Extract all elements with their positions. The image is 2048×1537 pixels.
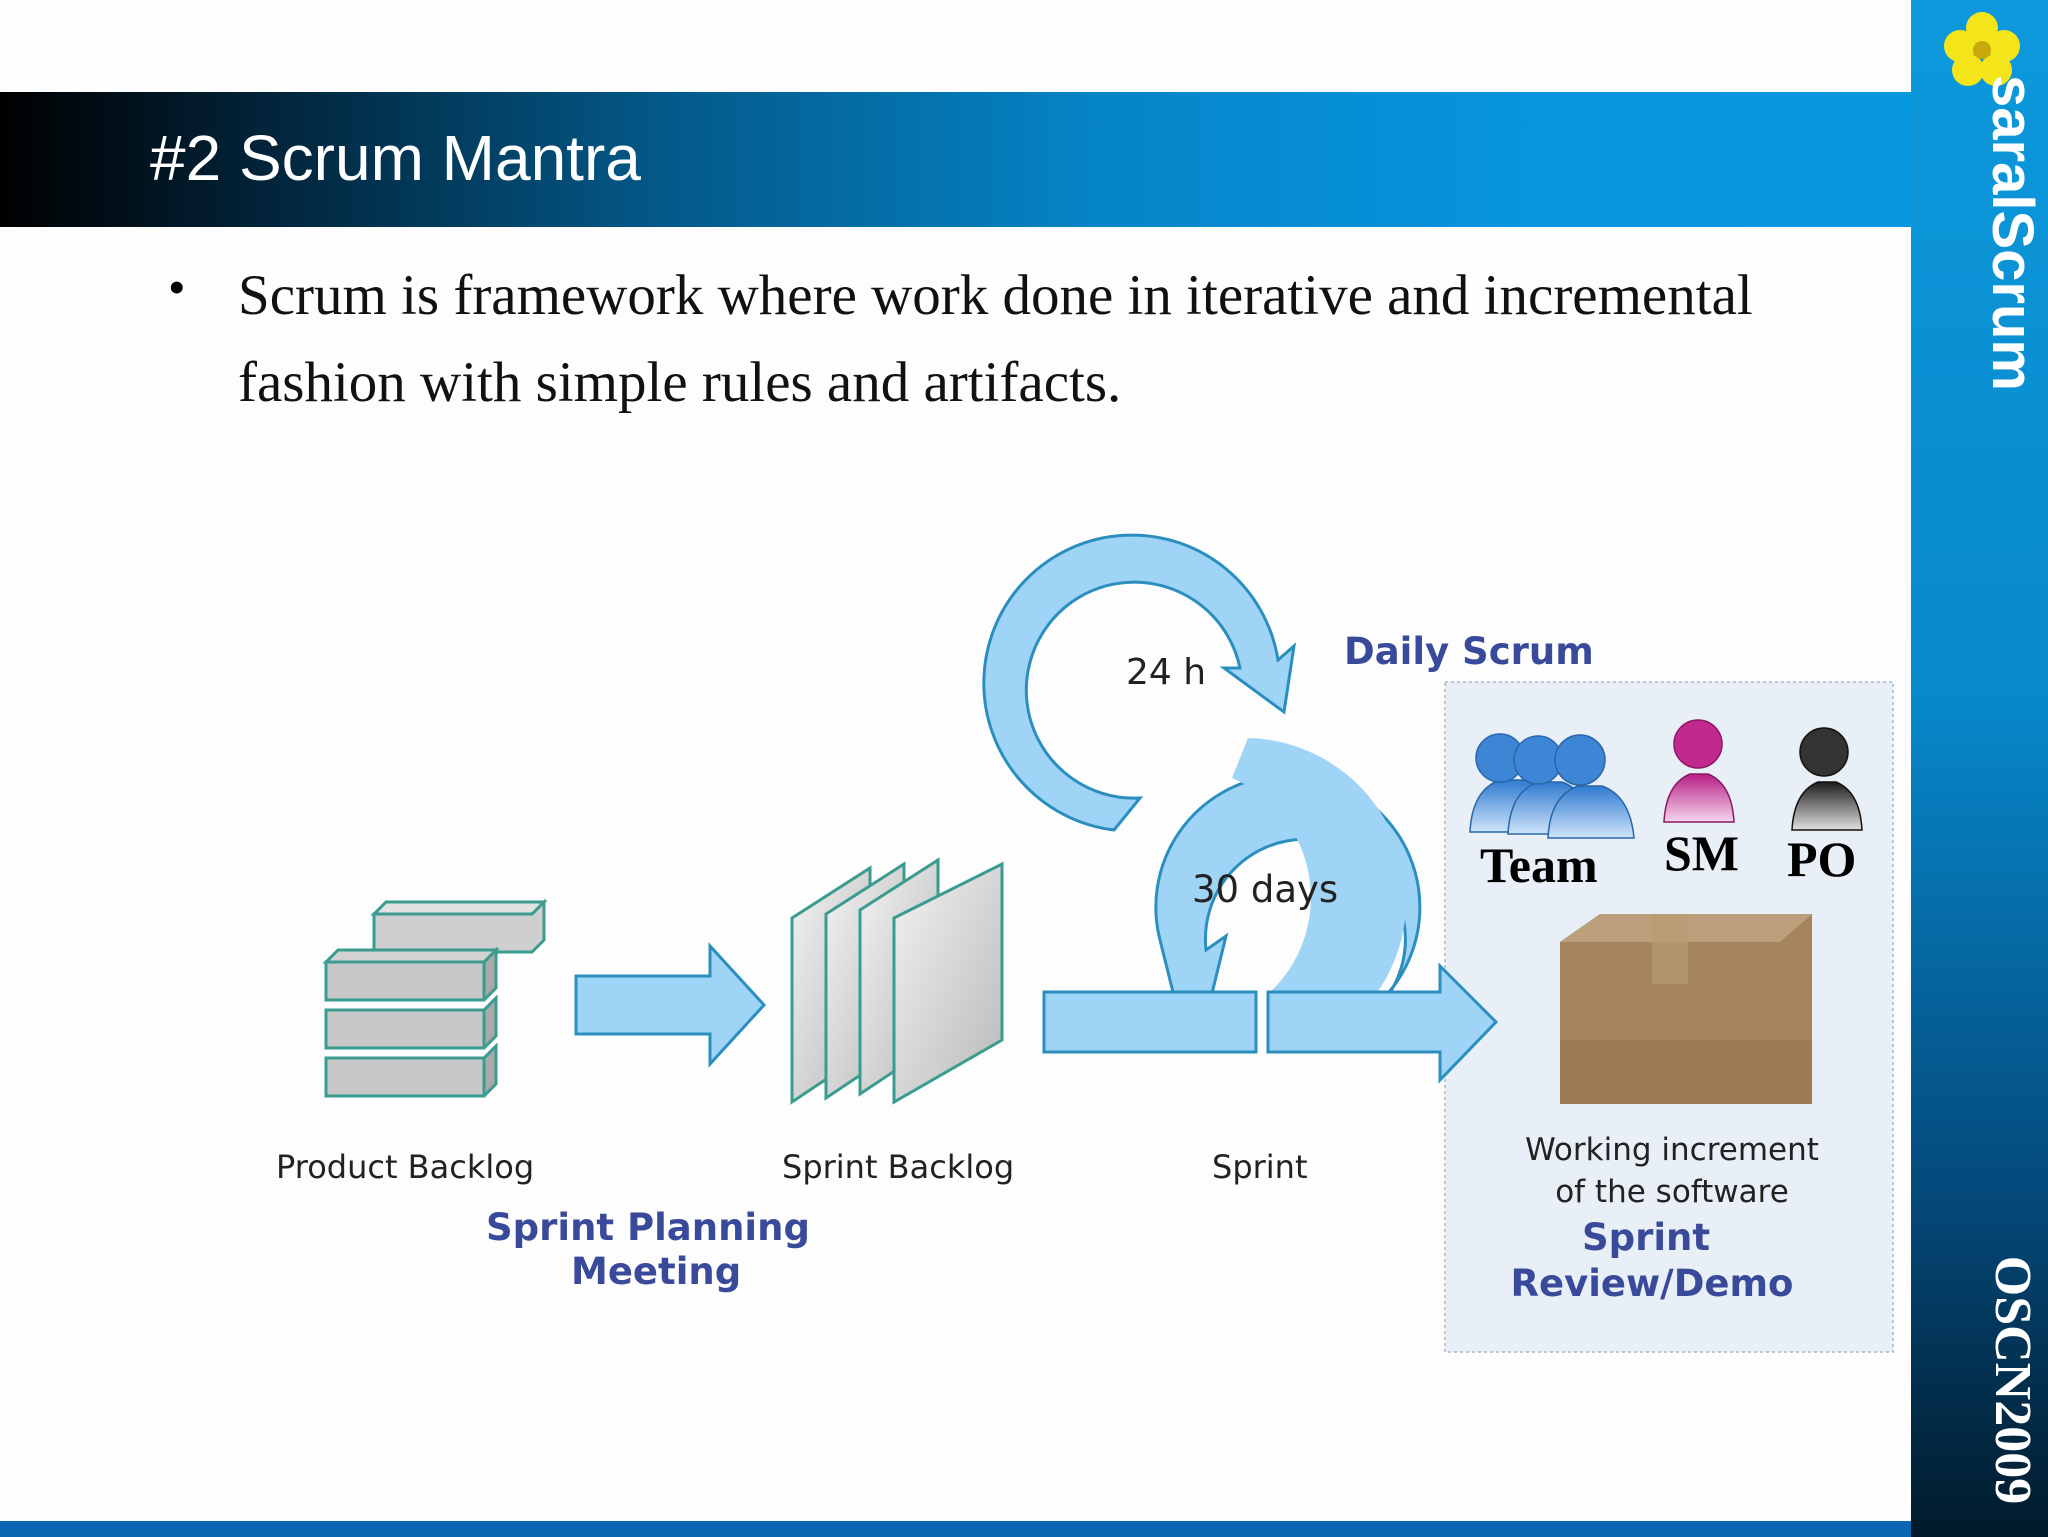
increment-label-1: Working increment <box>1525 1132 1819 1168</box>
bullet-text: Scrum is framework where work done in it… <box>238 264 1753 414</box>
arrow-to-sprint-backlog <box>574 942 767 1068</box>
bullet-icon: • <box>168 259 186 315</box>
product-backlog-label: Product Backlog <box>276 1148 534 1186</box>
daily-scrum-cycle-icon <box>982 533 1297 832</box>
sprint-cycle-icon <box>1099 738 1422 1048</box>
role-po-label: PO <box>1787 831 1856 887</box>
scrum-master-icon <box>1663 719 1735 823</box>
increment-label-2: of the software <box>1555 1174 1789 1210</box>
sprint-backlog-label: Sprint Backlog <box>782 1148 1014 1186</box>
title-bar <box>0 92 1911 227</box>
sidebar <box>1911 0 2048 1537</box>
increment-box-icon <box>1560 914 1812 1104</box>
slide-title: #2 Scrum Mantra <box>150 122 641 194</box>
review-label-1: Sprint <box>1582 1216 1710 1259</box>
team-icon <box>1469 733 1635 839</box>
sprint-bar-left <box>1042 990 1258 1054</box>
sprint-cycle-label: 30 days <box>1192 868 1338 911</box>
sprint-backlog-icon <box>790 857 1004 1105</box>
daily-scrum-label: Daily Scrum <box>1344 630 1594 673</box>
planning-label-2: Meeting <box>571 1250 741 1293</box>
sprint-label: Sprint <box>1212 1148 1308 1186</box>
daily-cycle-label: 24 h <box>1126 652 1206 693</box>
flower-logo-icon <box>1944 12 2020 86</box>
role-team-label: Team <box>1480 837 1598 893</box>
role-sm-label: SM <box>1664 825 1739 881</box>
product-owner-icon <box>1791 727 1863 831</box>
planning-label-1: Sprint Planning <box>486 1206 810 1249</box>
arrow-to-review <box>1266 962 1499 1084</box>
bottom-bar <box>0 1521 1911 1537</box>
review-label-2: Review/Demo <box>1511 1262 1794 1305</box>
product-backlog-icon <box>322 898 548 1098</box>
